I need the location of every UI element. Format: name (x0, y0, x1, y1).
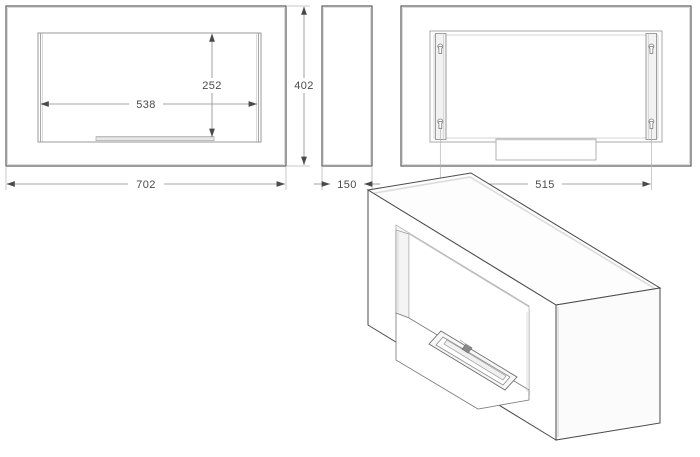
dimension-depth-label: 150 (337, 179, 357, 191)
dimension-opening-height-label: 252 (202, 80, 222, 92)
keyhole-slot-left-lower (437, 118, 444, 129)
dimension-overall-height-text-bg (288, 78, 320, 93)
side-view: 402 150 (286, 5, 380, 192)
iso-side-face (555, 287, 661, 441)
dimension-overall-width: 702 (5, 166, 287, 192)
dimension-overall-width-label: 702 (136, 179, 156, 191)
rear-outer-frame-inner-edge (402, 7, 690, 165)
front-burner-lip (95, 136, 215, 142)
dimension-opening-width: 538 (40, 97, 258, 112)
iso-burner-slot (443, 339, 507, 381)
keyhole-slot-right-lower (648, 118, 655, 129)
isometric-view (366, 172, 662, 441)
dimension-overall-width-text-bg (128, 177, 164, 192)
rear-view: 515 (400, 5, 692, 192)
side-outer-frame (321, 5, 373, 167)
rear-bottom-box (495, 138, 597, 161)
dimension-opening-width-text-bg (129, 97, 163, 112)
dimension-depth-text-bg (331, 177, 363, 192)
mounting-bracket-left (435, 33, 447, 140)
dimension-depth: 150 (314, 166, 380, 192)
dimension-bracket-spacing-label: 515 (535, 179, 555, 191)
keyhole-slot-right-upper (648, 43, 655, 54)
dimension-opening-width-label: 538 (136, 99, 156, 111)
front-outer-frame-inner-edge (7, 7, 285, 165)
dimension-opening-height-text-bg (196, 78, 228, 93)
front-view: 538 252 702 (5, 5, 287, 192)
dimension-opening-height: 252 (196, 33, 228, 138)
dimension-overall-height-label: 402 (294, 80, 314, 92)
mounting-bracket-left-body (435, 33, 447, 140)
dimension-overall-height: 402 (286, 5, 320, 167)
keyhole-slot-left-upper (437, 43, 444, 54)
mounting-bracket-right (645, 33, 657, 140)
iso-top-face-highlight (371, 176, 655, 289)
iso-burner-slider-track (459, 339, 471, 348)
dimension-bracket-spacing-text-bg (528, 177, 562, 192)
rear-back-pan-inner (433, 34, 659, 139)
side-frame-inner-edge (323, 7, 371, 165)
